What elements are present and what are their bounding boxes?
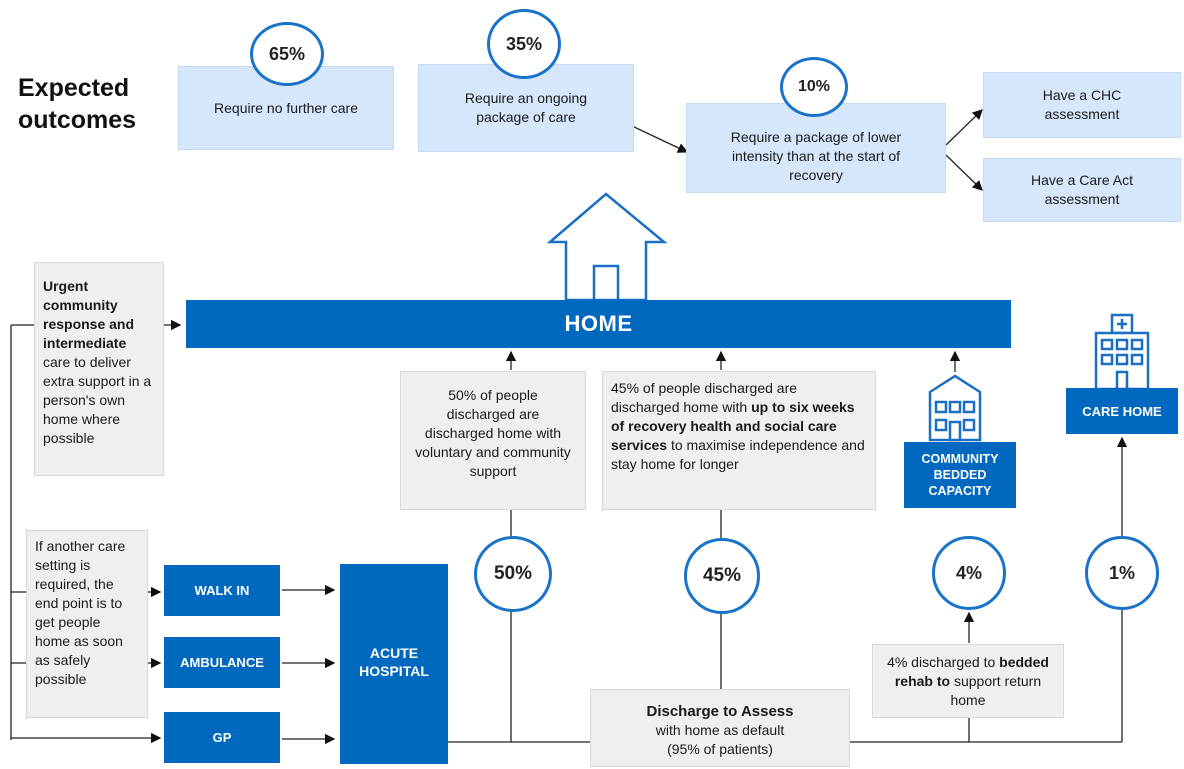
arrow-10-to-careact [945,154,983,191]
hospital-building-icon [1094,313,1150,390]
pathway-4-text-box: 4% discharged to bedded rehab to support… [872,644,1064,718]
percent-circle-50: 50% [474,536,552,612]
outcome-lower-intensity: Require a package of lower intensity tha… [686,103,946,193]
care-act-assessment-box: Have a Care Act assessment [983,158,1181,222]
percent-circle-45: 45% [684,538,760,614]
another-care-setting-box: If another care setting is required, the… [26,530,148,718]
percent-circle-10: 10% [780,57,848,117]
ambulance-box: AMBULANCE [164,637,280,688]
gp-box: GP [164,712,280,763]
walk-in-box: WALK IN [164,565,280,616]
percent-circle-65: 65% [250,22,324,86]
discharge-to-assess-box: Discharge to Assess with home as default… [590,689,850,767]
community-building-icon [928,374,982,442]
pathway-45-text-box: 45% of people discharged are discharged … [602,371,876,510]
percent-circle-1: 1% [1085,536,1159,610]
arrow-35-to-10 [629,124,689,153]
house-icon [546,192,668,302]
chc-assessment-box: Have a CHC assessment [983,72,1181,138]
percent-circle-35: 35% [487,9,561,79]
acute-hospital-box: ACUTE HOSPITAL [340,564,448,764]
arrow-10-to-chc [945,109,983,146]
care-home-box: CARE HOME [1066,388,1178,434]
percent-circle-4: 4% [932,536,1006,610]
expected-outcomes-heading: Expected outcomes [18,74,137,134]
community-bedded-capacity-box: COMMUNITY BEDDED CAPACITY [904,442,1016,508]
pathway-50-text-box: 50% of people discharged are discharged … [400,371,586,510]
home-bar: HOME [186,300,1011,348]
urgent-community-response-box: Urgent community response and intermedia… [34,262,164,476]
